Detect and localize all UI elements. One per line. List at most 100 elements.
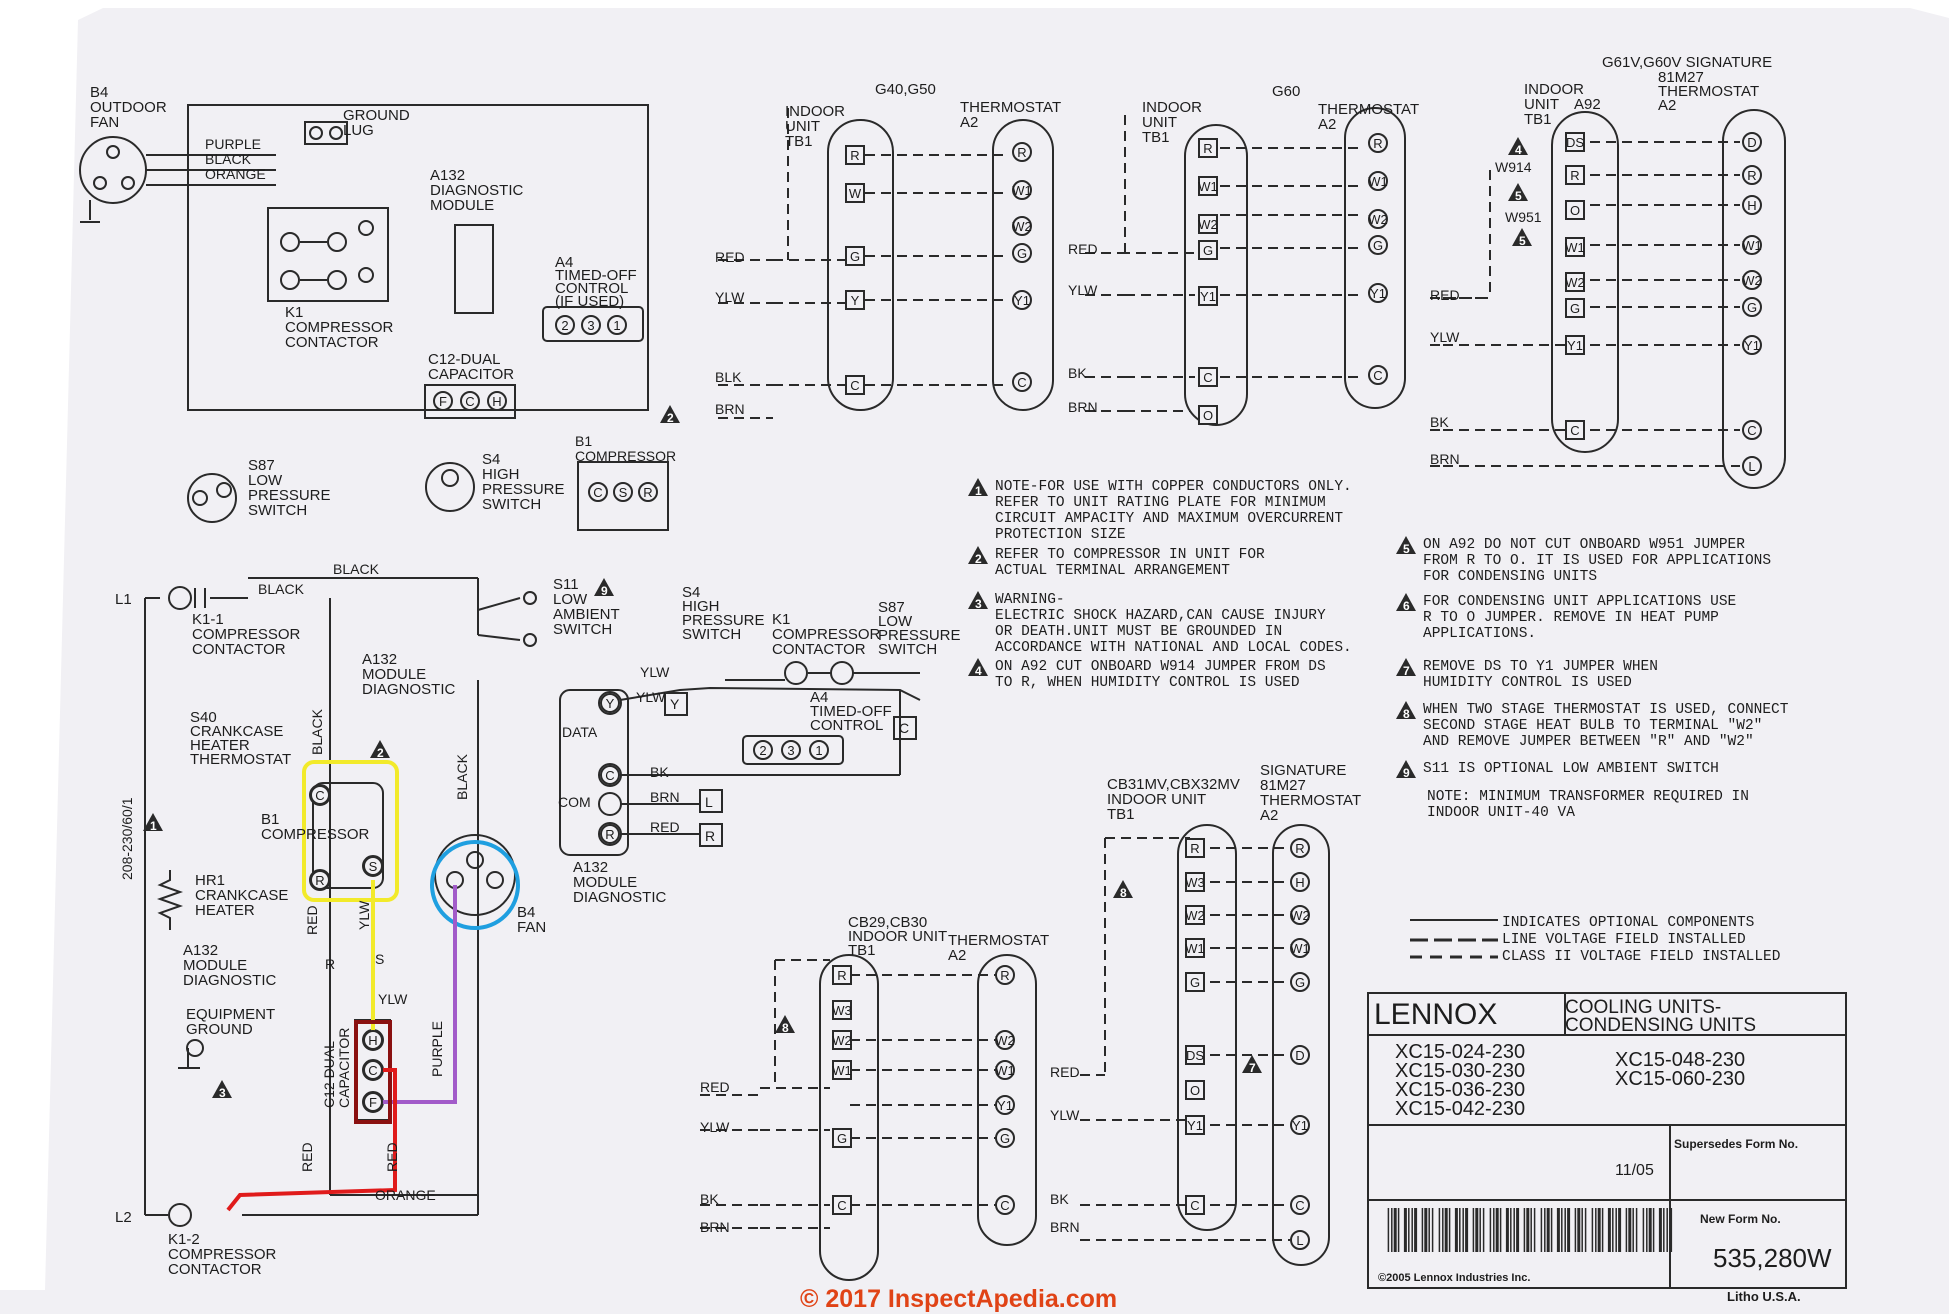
cb31-th-term: G [1290,972,1310,992]
g60-tb-term: C [1198,367,1218,387]
date-label: 11/05 [1615,1162,1654,1179]
wire-label: YLW [640,664,670,680]
s4-label: PRESSURE [482,481,565,498]
g40-th-term: C [1012,372,1032,392]
wire-label: BLACK [258,581,304,597]
note-line: ACTUAL TERMINAL ARRANGEMENT [995,563,1230,579]
a4-label: TIMED-OFF [810,703,892,720]
note-line: AND REMOVE JUMPER BETWEEN "R" AND "W2" [1423,734,1754,750]
fan-wire-label: BLACK [205,151,251,167]
watermark: © 2017 InspectApedia.com [800,1285,1118,1313]
jumper-mark: 5 [1508,183,1528,203]
s11-label: S11 [553,576,579,593]
comp-term: R [310,870,330,890]
g61-wire-label: RED [1430,287,1460,303]
cb29-mark: 8 [775,1015,795,1035]
a4-term: 3 [781,740,801,760]
g40-th-term: W2 [1012,216,1032,236]
cb31-thermostat-label: 81M27 [1260,777,1306,794]
g60-th-term: W1 [1368,171,1388,191]
k1-label: CONTACTOR [285,334,379,351]
cb29-tb-term: G [832,1128,852,1148]
s4-label: SWITCH [682,626,742,643]
outdoor-fan-label: FAN [90,114,120,131]
a4-term: 1 [809,740,829,760]
cb31-tb-term: DS [1185,1045,1205,1065]
transformer-note: INDOOR UNIT-40 VA [1427,805,1575,821]
note-mark: 3 [212,1080,232,1100]
g60-tb-term: O [1198,405,1218,425]
cb31-thermostat-label: SIGNATURE [1260,762,1347,779]
a132-term: S [375,951,385,967]
cb29-th-term: R [995,965,1015,985]
cb31-title: TB1 [1107,806,1135,823]
g61-th-term: G [1742,297,1762,317]
model-left: XC15-036-230 [1395,1079,1526,1101]
cb31-mark: 7 [1242,1055,1262,1075]
blue-highlight-fan [430,840,520,930]
k1-2-label: K1-2 [168,1231,200,1248]
comp-term: S [363,856,383,876]
cb29-th-term: W2 [995,1030,1015,1050]
g60-th-term: Y1 [1368,283,1388,303]
title-line: CONDENSING UNITS [1565,1015,1757,1036]
s40-label: CRANKCASE [190,723,284,740]
cb29-wire-label: YLW [700,1119,730,1135]
g60-wire-label: RED [1068,241,1098,257]
c12-term: F [433,391,453,411]
note-line: REMOVE DS TO Y1 JUMPER WHEN [1423,659,1658,675]
litho-label: Litho U.S.A. [1727,1289,1801,1304]
b1-label: B1 [575,433,593,449]
g40-th-term: Y1 [1012,290,1032,310]
model-right: XC15-048-230 [1615,1049,1746,1071]
a132-lower-label: A132 [183,942,219,959]
cb31-tb-term: Y1 [1185,1115,1205,1135]
cb31-th-term: Y1 [1290,1115,1310,1135]
g61-jumper-label: W951 [1505,209,1542,225]
s40-label: THERMOSTAT [190,751,292,768]
s4-label: HIGH [482,466,520,483]
legend-item: LINE VOLTAGE FIELD INSTALLED [1502,932,1746,948]
c12-term: C [460,391,480,411]
supersedes-label: Supersedes Form No. [1674,1137,1799,1151]
timed-off-control-icon [542,306,644,342]
s11-mark: 9 [594,578,614,598]
cb29-title: CB29,CB30 [848,914,928,931]
cb31-tb1-strip [1177,824,1237,1231]
a132-control-module [559,689,629,856]
note-line: ON A92 DO NOT CUT ONBOARD W951 JUMPER [1423,537,1745,553]
a132-label: MODULE [362,666,427,683]
note-line: CIRCUIT AMPACITY AND MAXIMUM OVERCURRENT [995,511,1344,527]
a132-lower-label: DIAGNOSTIC [183,972,277,989]
c12-term: H [487,391,507,411]
a132-label: A132 [362,651,398,668]
note-mark: 7 [1396,658,1416,678]
b4-fan-label: B4 [517,904,536,921]
cb31-thermostat-label: THERMOSTAT [1260,792,1362,809]
wire-label: BRN [650,789,680,805]
cb29-tb-term: W2 [832,1030,852,1050]
l2-label: L2 [115,1209,132,1226]
note-mark: 6 [1396,593,1416,613]
b1-label: B1 [261,811,280,828]
hr1-label: CRANKCASE [195,887,289,904]
g61-wire-label: BRN [1430,451,1460,467]
diagnostic-module-icon [454,224,494,314]
ground-lug-label: LUG [343,122,374,139]
a132-term: R [325,956,336,972]
timed-off-term: 1 [607,315,627,335]
g40-tb-term: Y [845,290,865,310]
s4-label: SWITCH [482,496,542,513]
cb31-thermostat-strip [1272,824,1330,1266]
cb31-tb-term: R [1185,838,1205,858]
wire-label: ORANGE [375,1187,436,1203]
c12-label: C12-DUAL [428,351,501,368]
wire-label: RED [299,1142,315,1172]
a4-label: CONTROL [810,717,884,734]
g61-jumper-label: W914 [1495,159,1532,175]
note-line: S11 IS OPTIONAL LOW AMBIENT SWITCH [1423,761,1719,777]
compressor-windings [312,782,384,889]
wire-label: RED [384,1142,400,1172]
yellow-highlight-compressor [302,760,399,902]
s87-label: LOW [878,613,913,630]
